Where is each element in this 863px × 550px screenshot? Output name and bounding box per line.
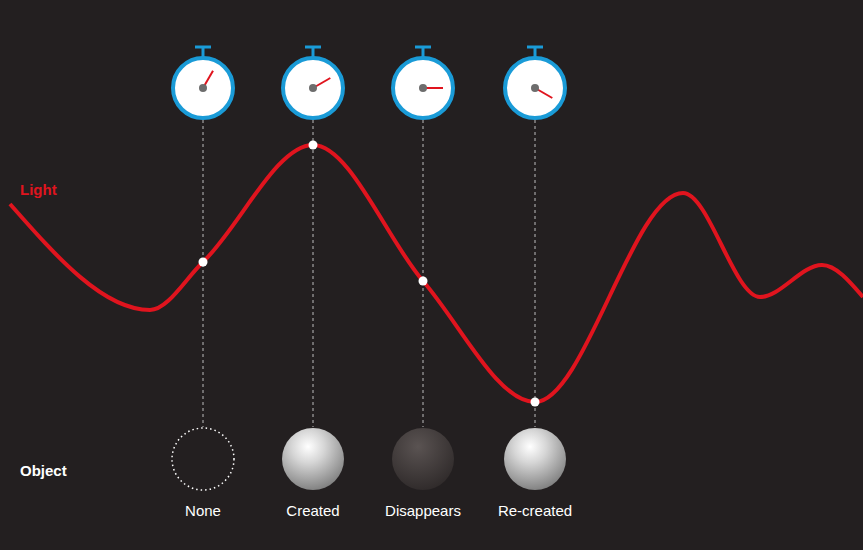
faded-object-sphere [390, 426, 456, 492]
object-sphere [502, 426, 568, 492]
object-state-label: Disappears [380, 502, 466, 520]
time-guide-lines [203, 120, 535, 427]
guide-line [535, 120, 536, 427]
light-wave [10, 145, 863, 402]
sample-dot [419, 277, 428, 286]
sample-dot [199, 258, 208, 267]
stopwatch [505, 47, 565, 118]
object-state-label: Re-created [493, 502, 578, 520]
stopwatch [283, 47, 343, 118]
object-state-label: Created [278, 502, 348, 520]
sample-dot [309, 141, 318, 150]
empty-object [170, 426, 236, 492]
object-sphere [280, 426, 346, 492]
guide-line [313, 120, 314, 427]
light-axis-label: Light [20, 181, 57, 199]
object-node: Created [278, 426, 348, 520]
sample-dots [199, 141, 540, 407]
object-node: None [168, 426, 238, 520]
object-node: Re-created [493, 426, 578, 520]
object-node: Disappears [380, 426, 466, 520]
stopwatch-icons [173, 47, 565, 118]
guide-line [423, 120, 424, 427]
guide-line [203, 120, 204, 427]
stopwatch [393, 47, 453, 118]
sample-dot [531, 398, 540, 407]
object-state-label: None [168, 502, 238, 520]
object-axis-label: Object [20, 462, 67, 480]
stopwatch [173, 47, 233, 118]
